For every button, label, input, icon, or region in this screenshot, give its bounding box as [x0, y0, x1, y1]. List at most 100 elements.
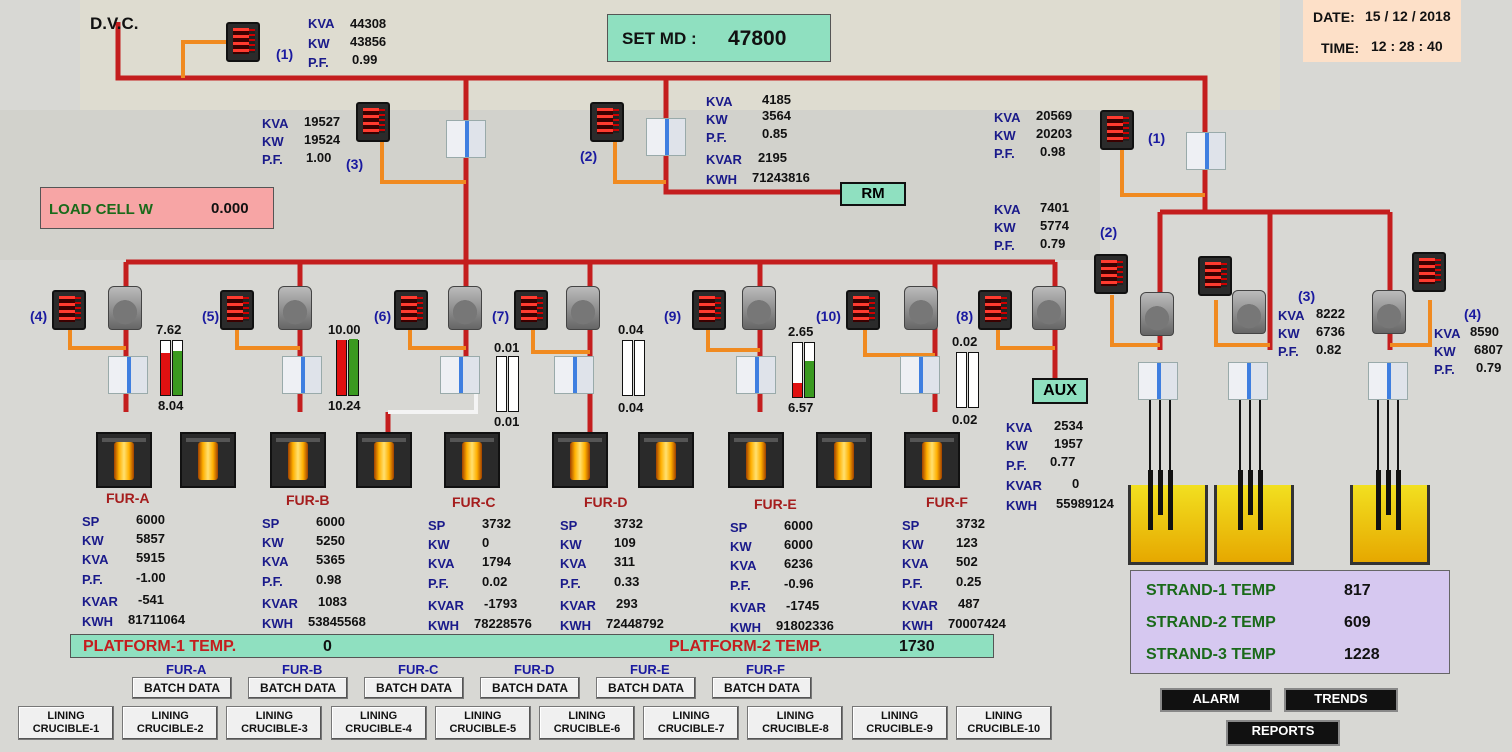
- furnace-kwh-value: 53845568: [308, 614, 366, 629]
- main-kva-value: 44308: [350, 16, 387, 31]
- lining-word: LINING: [985, 710, 1023, 722]
- batch-data-button[interactable]: BATCH DATA: [132, 677, 232, 699]
- lining-word: LINING: [255, 710, 294, 722]
- aux-kva: 7401: [1040, 200, 1069, 215]
- kva-label: KVA: [560, 556, 587, 571]
- bar-top-value: 0.01: [494, 340, 520, 355]
- fur-panel-icon: [440, 356, 480, 394]
- furnace-kvar-value: 487: [958, 596, 980, 611]
- furnace-kwh-value: 70007424: [948, 616, 1006, 631]
- batch-data-button[interactable]: BATCH DATA: [364, 677, 464, 699]
- batch-data-button[interactable]: BATCH DATA: [596, 677, 696, 699]
- main-pf-value: 0.99: [352, 52, 378, 67]
- kva-label: KVA: [706, 94, 733, 109]
- fur-panel-icon: [282, 356, 322, 394]
- sp-label: SP: [730, 520, 748, 535]
- bar-red-track: [792, 342, 803, 398]
- kva-label: KVA: [428, 556, 455, 571]
- crucible-name: CRUCIBLE-10: [967, 723, 1041, 735]
- feeder2-pf: 0.85: [762, 126, 788, 141]
- kva-label: KVA: [82, 552, 109, 567]
- feeder1b-kva: 20569: [1036, 108, 1073, 123]
- crucible-name: CRUCIBLE-1: [32, 723, 100, 735]
- platform-temp-bar: PLATFORM-1 TEMP. 0 PLATFORM-2 TEMP. 1730: [70, 634, 994, 658]
- bar-bottom-value: 8.04: [158, 398, 184, 413]
- pf-label: P.F.: [308, 55, 329, 70]
- batch-data-button[interactable]: BATCH DATA: [248, 677, 348, 699]
- kwh-label: KWH: [706, 172, 738, 187]
- furnace-pf-value: -1.00: [136, 570, 166, 585]
- strand-temp-label: STRAND-1 TEMP: [1146, 582, 1276, 599]
- pf-label: P.F.: [1434, 362, 1455, 377]
- kw-label: KW: [82, 533, 104, 548]
- furnace-name: FUR-D: [584, 494, 628, 510]
- datetime-box: DATE: 15 / 12 / 2018 TIME: 12 : 28 : 40: [1303, 0, 1461, 62]
- furnace-pf-value: -0.96: [784, 576, 814, 591]
- bar-red-fill: [793, 383, 802, 397]
- feeder3-pf: 1.00: [306, 150, 332, 165]
- batch-data-button[interactable]: BATCH DATA: [712, 677, 812, 699]
- pf-label: P.F.: [706, 130, 727, 145]
- company-label: D.V.C.: [90, 14, 139, 33]
- furnace-icon: [638, 432, 694, 488]
- load-cell-value: 0.000: [211, 200, 249, 217]
- kw-label: KW: [262, 134, 284, 149]
- furnace-kva-value: 6236: [784, 556, 813, 571]
- platform2-value: 1730: [899, 638, 935, 655]
- feeder2-kvar: 2195: [758, 150, 787, 165]
- set-md-label: SET MD :: [622, 29, 697, 48]
- bar-top-value: 7.62: [156, 322, 182, 337]
- furnace-kva-value: 5915: [136, 550, 165, 565]
- furnace-sp-value: 6000: [136, 512, 165, 527]
- set-md-box: SET MD : 47800: [607, 14, 831, 62]
- aux-tag: AUX: [1032, 378, 1088, 404]
- furnace-sp-value: 3732: [482, 516, 511, 531]
- strand-panel-icon: [1368, 362, 1408, 400]
- aux2-kva: 2534: [1054, 418, 1083, 433]
- kva-label: KVA: [902, 556, 929, 571]
- furnace-icon: [96, 432, 152, 488]
- kvar-label: KVAR: [1006, 478, 1042, 493]
- furnace-name: FUR-C: [452, 494, 496, 510]
- kvar-label: KVAR: [706, 152, 742, 167]
- fur-panel-icon: [554, 356, 594, 394]
- furnace-icon: [728, 432, 784, 488]
- date-value: 15 / 12 / 2018: [1365, 8, 1451, 24]
- pf-label: P.F.: [730, 578, 751, 593]
- feeder1b-kw: 20203: [1036, 126, 1073, 141]
- reports-button[interactable]: REPORTS: [1226, 720, 1340, 746]
- furnace-icon: [444, 432, 500, 488]
- lining-word: LINING: [47, 710, 85, 722]
- kva-label: KVA: [730, 558, 757, 573]
- batch-data-button[interactable]: BATCH DATA: [480, 677, 580, 699]
- furnace-kva-value: 311: [614, 554, 635, 569]
- feeder3-panel-icon: [446, 120, 486, 158]
- bar-top-value: 0.02: [952, 334, 978, 349]
- feeder3-kw: 19524: [304, 132, 341, 147]
- bar-bottom-value: 0.02: [952, 412, 978, 427]
- trends-button[interactable]: TRENDS: [1284, 688, 1398, 712]
- strand4-kva: 8590: [1470, 324, 1499, 339]
- bar-red-fill: [161, 353, 170, 395]
- kw-label: KW: [428, 537, 450, 552]
- lining-word: LINING: [464, 710, 502, 722]
- crucible-name: CRUCIBLE-5: [449, 723, 517, 735]
- feeder1b-panel-icon: [1186, 132, 1226, 170]
- pf-label: P.F.: [902, 576, 923, 591]
- kvar-label: KVAR: [560, 598, 596, 613]
- bar-green-track: [804, 342, 815, 398]
- sp-label: SP: [82, 514, 100, 529]
- alarm-button[interactable]: ALARM: [1160, 688, 1272, 712]
- pf-label: P.F.: [428, 576, 449, 591]
- furnace-pf-value: 0.33: [614, 574, 640, 589]
